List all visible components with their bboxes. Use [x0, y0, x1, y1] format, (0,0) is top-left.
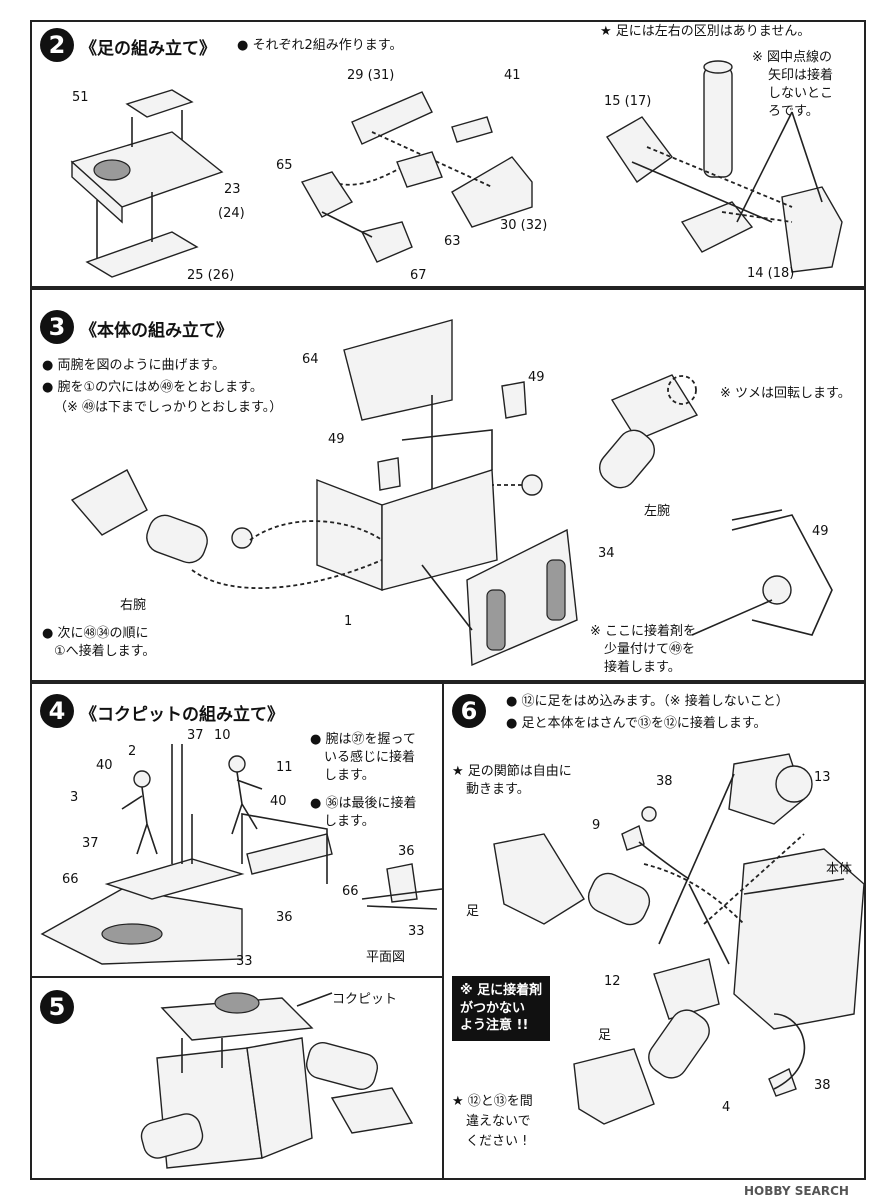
- step2-note-right: ★ 足には左右の区別はありません。: [600, 24, 811, 39]
- part-label-37-top: 37: [187, 728, 204, 743]
- part-label-1: 1: [344, 614, 353, 629]
- part-label-49-top: 49: [528, 370, 545, 385]
- step4-note-4: ● ㊱は最後に接着: [310, 796, 417, 811]
- part-label-63: 63: [444, 234, 461, 249]
- part-label-41: 41: [504, 68, 521, 83]
- leg-label-bottom: 足: [598, 1028, 612, 1043]
- part-label-9: 9: [592, 818, 601, 833]
- step6-drawing: [493, 753, 864, 1125]
- part-label-33: 33: [236, 954, 253, 969]
- step5-number: 5: [40, 990, 74, 1024]
- part-label-37-left: 37: [82, 836, 99, 851]
- part-label-2: 2: [128, 744, 137, 759]
- glue-warning-box: ※ 足に接着剤 がつかない よう注意 !!: [452, 976, 551, 1041]
- step6-mistake-note-1: ★ ⑫と⑬を間: [452, 1094, 533, 1109]
- body-label: 本体: [826, 862, 853, 877]
- part-label-3: 3: [70, 790, 79, 805]
- step3-next-note-1: ● 次に㊽㉞の順に: [42, 626, 149, 641]
- step3-tsume-note: ※ ツメは回転します。: [720, 386, 851, 401]
- step4-note-1: ● 腕は㊲を握って: [310, 732, 416, 747]
- step2-drawing: [70, 60, 843, 278]
- step5-drawing: [140, 992, 414, 1169]
- step6-mistake-note-3: ください !: [466, 1134, 528, 1149]
- step6-number: 6: [452, 694, 486, 728]
- plan-label-36: 36: [398, 844, 415, 859]
- step6-joint-note-2: 動きます。: [466, 782, 530, 797]
- step3-number: 3: [40, 310, 74, 344]
- part-label-24: (24): [218, 206, 245, 221]
- part-label-38-top: 38: [656, 774, 673, 789]
- step3-note-1: ● 両腕を図のように曲げます。: [42, 358, 226, 373]
- step3-title: 《本体の組み立て》: [80, 321, 233, 341]
- part-label-38-bottom: 38: [814, 1078, 831, 1093]
- glue-warning-line-2: がつかない: [460, 1000, 526, 1016]
- part-label-12: 12: [604, 974, 621, 989]
- step2-title: 《足の組み立て》: [80, 39, 216, 59]
- step2-note: ● それぞれ2組み作ります。: [237, 38, 403, 53]
- glue-warning-line-1: ※ 足に接着剤: [460, 983, 543, 998]
- step6-mistake-note-2: 違えないで: [466, 1114, 531, 1129]
- right-arm-label: 右腕: [120, 598, 147, 613]
- part-label-10: 10: [214, 728, 231, 743]
- step5-panel: 5 コクピット: [30, 976, 444, 1180]
- part-label-40-left: 40: [96, 758, 113, 773]
- part-label-65: 65: [276, 158, 293, 173]
- part-label-51: 51: [72, 90, 89, 105]
- step3-glue-note-3: 接着します。: [604, 660, 681, 675]
- plan-label-33: 33: [408, 924, 425, 939]
- leg-label-top: 足: [466, 904, 480, 919]
- part-label-36: 36: [276, 910, 293, 925]
- step6-note-2: ● 足と本体をはさんで⑬を⑫に接着します。: [506, 716, 767, 731]
- step4-number: 4: [40, 694, 74, 728]
- step2-dotted-note-2: 矢印は接着: [768, 68, 834, 83]
- part-label-64: 64: [302, 352, 319, 367]
- step2-dotted-note-4: ろです。: [768, 104, 819, 119]
- part-label-15-17: 15 (17): [604, 94, 652, 109]
- step3-glue-note-2: 少量付けて㊾を: [604, 642, 696, 657]
- part-label-14-18: 14 (18): [747, 266, 795, 281]
- part-label-23: 23: [224, 182, 241, 197]
- part-label-29-31: 29 (31): [347, 68, 395, 83]
- part-label-30-32: 30 (32): [500, 218, 548, 233]
- part-label-66: 66: [62, 872, 79, 887]
- step4-drawing: [40, 744, 442, 965]
- step3-panel: 3 《本体の組み立て》 ● 両腕を図のように曲げます。 ● 腕を①の穴にはめ㊾を…: [30, 288, 866, 682]
- step3-glue-note-1: ※ ここに接着剤を: [590, 624, 697, 639]
- step6-note-1: ● ⑫に足をはめ込みます。（※ 接着しないこと）: [506, 694, 789, 709]
- part-label-34: 34: [598, 546, 615, 561]
- step3-drawing: [70, 319, 833, 667]
- step3-note-2: ● 腕を①の穴にはめ㊾をとおします。: [42, 380, 263, 395]
- step2-dotted-note-3: しないとこ: [768, 86, 834, 101]
- part-label-67: 67: [410, 268, 427, 283]
- step4-panel: 4 《コクピットの組み立て》 ● 腕は㊲を握って いる感じに接着 します。 ● …: [30, 682, 444, 978]
- part-label-49-left: 49: [328, 432, 345, 447]
- plan-label-66: 66: [342, 884, 359, 899]
- part-label-13: 13: [814, 770, 831, 785]
- step4-note-5: します。: [324, 814, 375, 829]
- cockpit-label: コクピット: [332, 992, 398, 1007]
- part-label-25-26: 25 (26): [187, 268, 235, 283]
- left-arm-label: 左腕: [644, 504, 671, 519]
- glue-warning-line-3: よう注意 !!: [460, 1018, 529, 1034]
- plan-view-label: 平面図: [366, 950, 406, 965]
- step3-next-note-2: ①へ接着します。: [54, 644, 156, 659]
- step4-title: 《コクピットの組み立て》: [80, 705, 284, 725]
- part-label-40-right: 40: [270, 794, 287, 809]
- step2-dotted-note-1: ※ 図中点線の: [752, 50, 833, 65]
- part-label-11: 11: [276, 760, 293, 775]
- step2-panel: 2 《足の組み立て》 ● それぞれ2組み作ります。 ★ 足には左右の区別はありま…: [30, 20, 866, 288]
- step4-note-3: します。: [324, 768, 375, 783]
- part-label-49-inset: 49: [812, 524, 829, 539]
- part-label-4: 4: [722, 1100, 731, 1115]
- watermark: HOBBY SEARCH: [744, 1184, 849, 1198]
- step4-note-2: いる感じに接着: [324, 750, 416, 765]
- step6-panel: 6 ● ⑫に足をはめ込みます。（※ 接着しないこと） ● 足と本体をはさんで⑬を…: [442, 682, 866, 1180]
- step2-number: 2: [40, 28, 74, 62]
- step6-joint-note-1: ★ 足の関節は自由に: [452, 764, 572, 779]
- step3-note-3: （※ ㊾は下までしっかりとおします。）: [54, 400, 283, 415]
